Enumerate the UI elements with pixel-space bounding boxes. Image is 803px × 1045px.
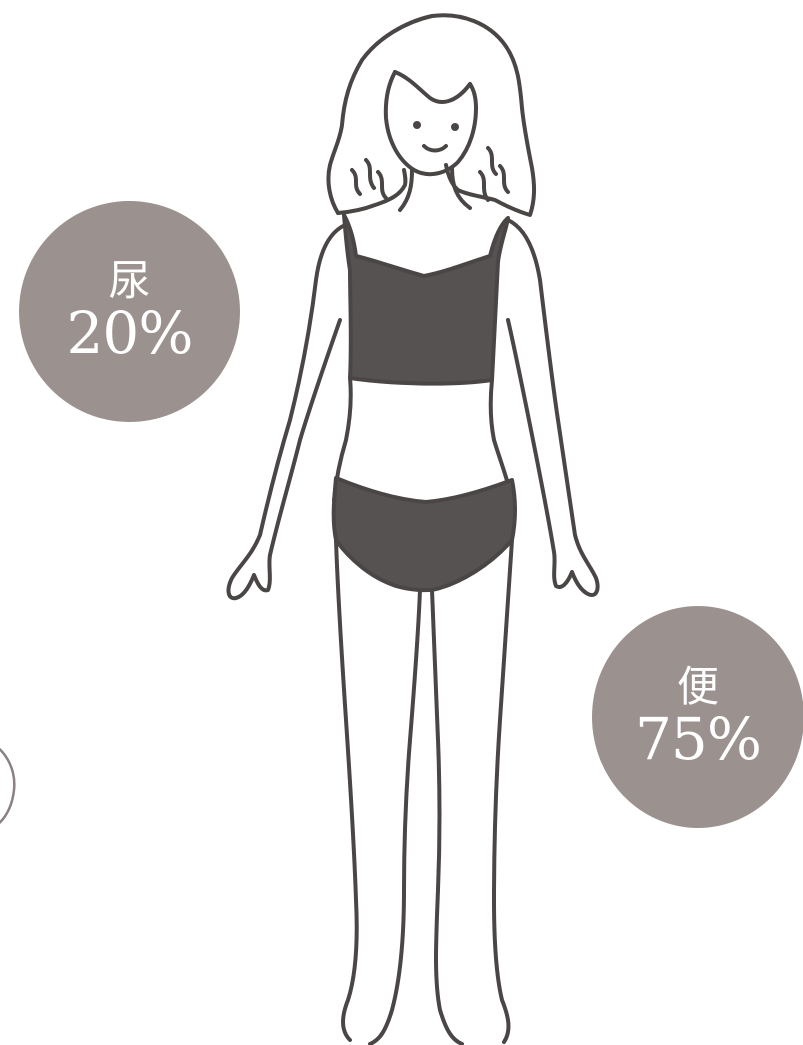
leg-left-outer: [336, 540, 357, 1040]
hair-wave-2: [366, 160, 374, 188]
stool-percentage-badge: 便 75%: [592, 606, 803, 828]
eye-right: [451, 123, 459, 131]
eye-left: [413, 121, 421, 129]
arm-left: [229, 225, 345, 598]
arm-right: [508, 220, 598, 595]
fringe: [395, 72, 470, 102]
hair-wave-5: [500, 166, 508, 192]
urine-label: 尿: [108, 259, 150, 303]
neck-right: [452, 168, 470, 208]
leg-left-inner: [370, 590, 420, 1044]
mouth: [424, 146, 446, 151]
stool-label: 便: [677, 665, 719, 709]
bra: [344, 215, 508, 384]
leg-right-outer: [494, 540, 512, 1042]
face-outline: [386, 72, 476, 174]
urine-percent: 20%: [67, 303, 193, 364]
urine-percentage-badge: 尿 20%: [19, 201, 240, 422]
hair-wave-1: [352, 170, 360, 194]
leg-right-inner: [432, 590, 462, 1044]
briefs: [334, 478, 515, 590]
hair-wave-3: [378, 172, 386, 198]
partial-circle-outline: [0, 738, 30, 834]
stool-percent: 75%: [635, 709, 761, 770]
hair-wave-4: [488, 148, 496, 174]
